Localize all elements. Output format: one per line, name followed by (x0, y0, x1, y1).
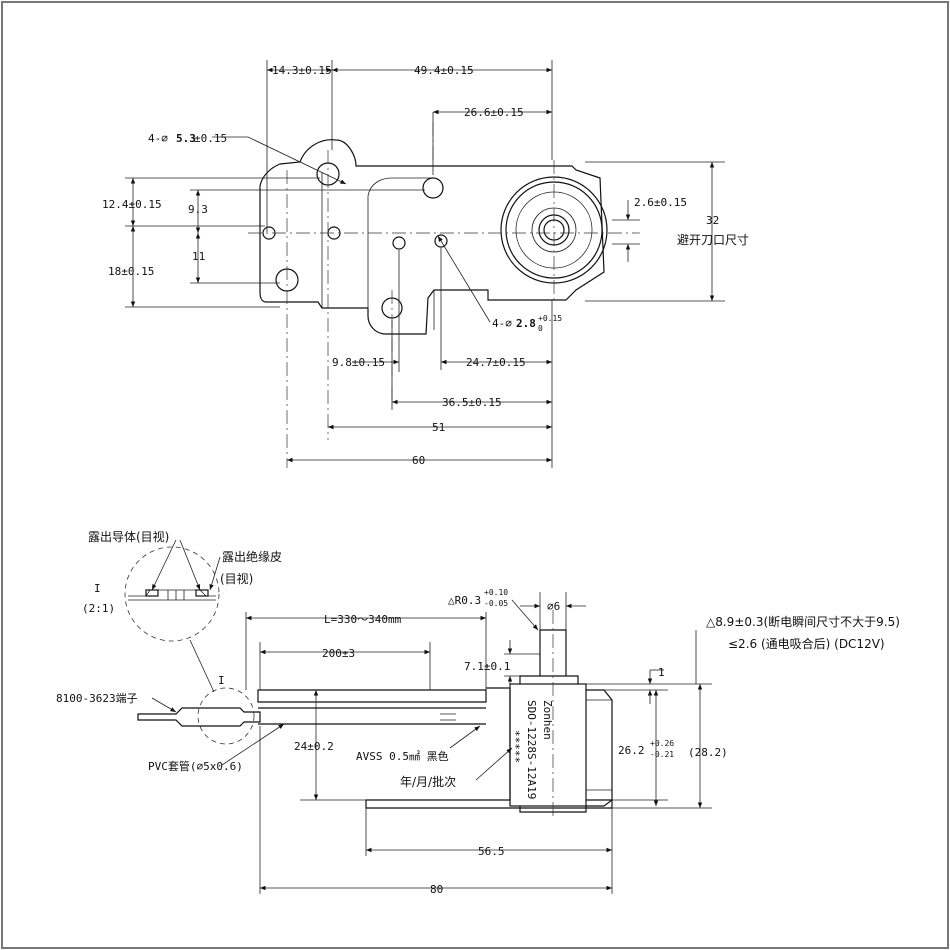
exposed-insulation-label: 露出绝缘皮 (222, 549, 282, 564)
dim-12-4: 12.4±0.15 (102, 198, 162, 211)
pvc-sleeve (258, 707, 486, 725)
lead-length: L=330～340mm (324, 613, 402, 626)
dim-24-7: 24.7±0.15 (466, 356, 526, 369)
serial-mark: ***** (509, 730, 522, 763)
solenoid-body (509, 683, 587, 807)
hole-2-8 (434, 234, 448, 248)
brand-mark: Zonhen (541, 700, 554, 740)
stroke-note-line2: ≤2.6 (通电吸合后) (DC12V) (728, 636, 885, 651)
stroke-note-line1: △8.9±0.3(断电瞬间尺寸不大于9.5) (706, 614, 900, 629)
exposed-insulation-note: (目视) (220, 571, 253, 586)
top-view: 14.3±0.15 49.4±0.15 26.6±0.15 9.8±0.15 2… (102, 60, 749, 468)
hole-5-3 (422, 177, 444, 199)
detail-scale: (2:1) (82, 602, 115, 615)
radius-prefix: △R0.3 (448, 594, 481, 607)
dim-49-4: 49.4±0.15 (414, 64, 474, 77)
dim-7-1: 7.1±0.1 (464, 660, 510, 673)
hole-2-8-value: 2.8 (516, 317, 536, 330)
model-number: SDO-1228S-12A19 (525, 700, 538, 799)
dim-26-2: 26.2 (618, 744, 645, 757)
hole-5-3-value: 5.3 (176, 132, 196, 145)
bracket-side (365, 687, 613, 809)
terminal (137, 707, 261, 727)
dim-14-3: 14.3±0.15 (272, 64, 332, 77)
dim-56-5: 56.5 (478, 845, 505, 858)
radius-tol-lower: -0.05 (484, 599, 508, 608)
hole-2-8-tol-upper: +0.15 (538, 314, 562, 323)
dim-11: 11 (192, 250, 205, 263)
side-view: I (2:1) 露出导体(目视) 露出绝缘皮 (目视) I 8100-3623端… (56, 529, 900, 896)
detail-circle (124, 546, 220, 642)
wire-spec: AVSS 0.5㎟ 黑色 (356, 749, 449, 763)
dim-51: 51 (432, 421, 445, 434)
terminal-label: 8100-3623端子 (56, 692, 138, 705)
hole-5-3-prefix: 4-⌀ (148, 132, 168, 145)
dim-18: 18±0.15 (108, 265, 154, 278)
exposed-conductor-label: 露出导体(目视) (88, 529, 169, 544)
dim-80: 80 (430, 883, 443, 896)
dim-26-6: 26.6±0.15 (464, 106, 524, 119)
dim-1: 1 (658, 666, 665, 679)
dim-200: 200±3 (322, 647, 355, 660)
pvc-sleeve-label: PVC套管(⌀5x0.6) (148, 759, 243, 773)
dim-36-5: 36.5±0.15 (442, 396, 502, 409)
dim-2-6: 2.6±0.15 (634, 196, 687, 209)
bracket-outline (259, 139, 605, 335)
radius-tol-upper: +0.10 (484, 588, 508, 597)
detail-label: I (218, 674, 225, 687)
dim-9-3: 9.3 (188, 203, 208, 216)
dim-26-2-tol-upper: +0.26 (650, 739, 674, 748)
dim-24: 24±0.2 (294, 740, 334, 753)
batch-label: 年/月/批次 (400, 774, 456, 789)
dim-28-2: (28.2) (688, 746, 728, 759)
hole-2-8 (392, 236, 406, 250)
hole-2-8-tol-lower: 0 (538, 324, 543, 333)
dim-9-8: 9.8±0.15 (332, 356, 385, 369)
hole-5-3-tol: ±0.15 (194, 132, 227, 145)
note-cutout: 避开刀口尺寸 (677, 233, 749, 247)
dim-32: 32 (706, 214, 719, 227)
dim-60: 60 (412, 454, 425, 467)
hole-2-8-prefix: 4-⌀ (492, 317, 512, 330)
detail-title: I (94, 582, 101, 595)
dim-phi6: ⌀6 (547, 600, 560, 613)
dim-26-2-tol-lower: -0.21 (650, 750, 674, 759)
